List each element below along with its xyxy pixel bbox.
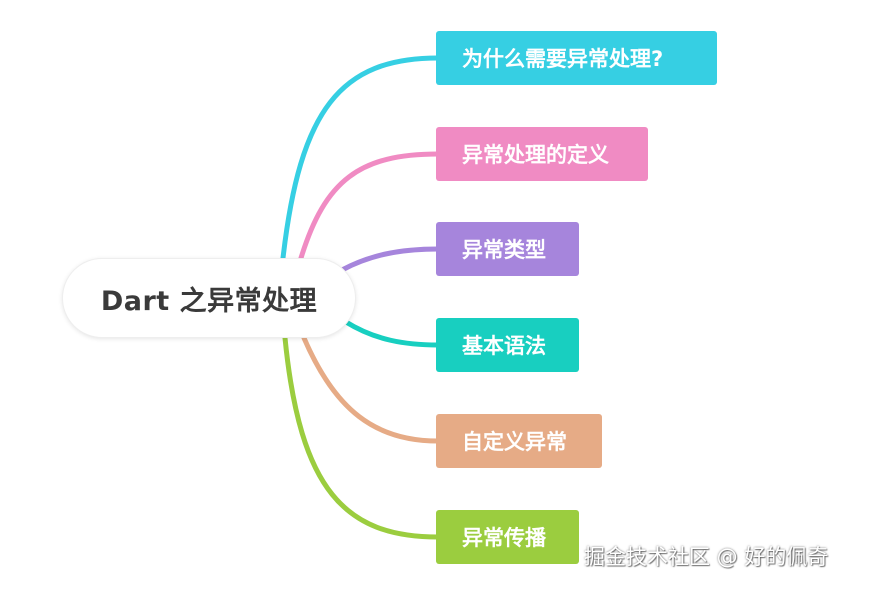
- root-topic[interactable]: Dart 之异常处理: [62, 258, 356, 338]
- topic-why-exception-handling[interactable]: 为什么需要异常处理?: [436, 31, 717, 85]
- connector-line: [280, 55, 441, 261]
- topic-label: 异常传播: [462, 526, 546, 550]
- topic-label: 自定义异常: [462, 430, 567, 454]
- connector-line: [301, 335, 441, 444]
- connector-line: [343, 319, 441, 348]
- topic-basic-syntax[interactable]: 基本语法: [436, 318, 579, 372]
- watermark-text: 掘金技术社区 @ 好的佩奇: [584, 545, 829, 569]
- topic-custom-exception[interactable]: 自定义异常: [436, 414, 602, 468]
- root-topic-label: Dart 之异常处理: [100, 285, 318, 317]
- topic-label: 基本语法: [462, 334, 546, 358]
- topic-label: 异常处理的定义: [462, 143, 609, 167]
- connector-line: [339, 246, 441, 273]
- connector-line: [298, 151, 441, 261]
- topic-exception-types[interactable]: 异常类型: [436, 222, 579, 276]
- topic-label: 异常类型: [462, 238, 546, 262]
- topic-exception-definition[interactable]: 异常处理的定义: [436, 127, 648, 181]
- topic-label: 为什么需要异常处理?: [462, 47, 664, 71]
- connector-line: [282, 335, 441, 540]
- topic-exception-propagation[interactable]: 异常传播: [436, 510, 579, 564]
